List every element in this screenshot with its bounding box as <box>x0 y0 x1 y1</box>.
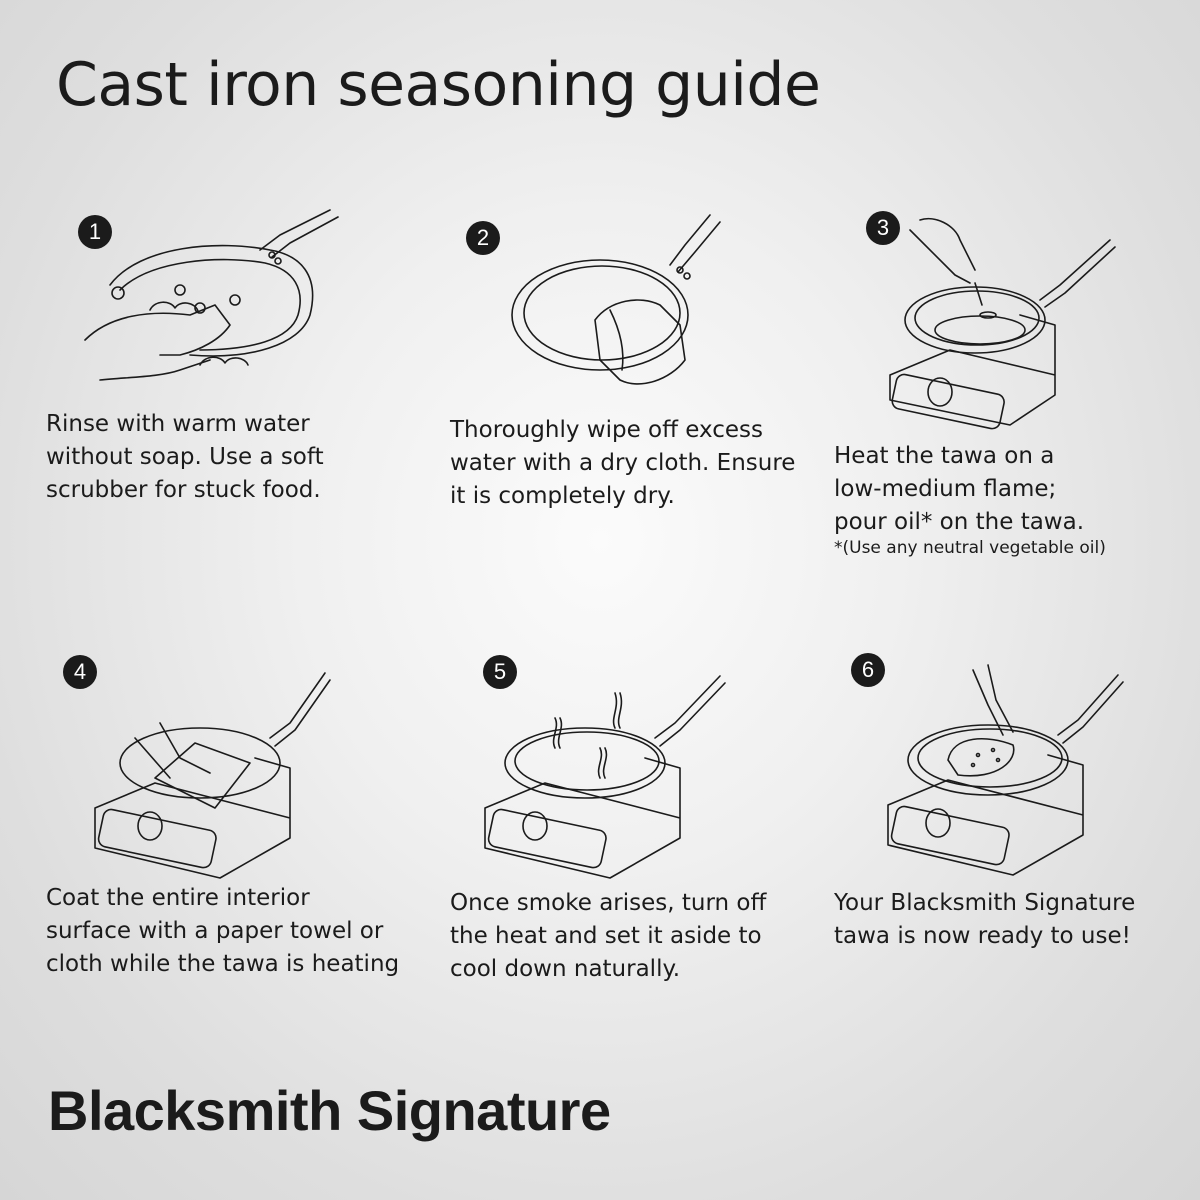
step-caption: Once smoke arises, turn off the heat and… <box>450 890 767 982</box>
cloth-wiping-pan-icon <box>511 214 721 385</box>
step-number-badge: 1 <box>78 215 112 249</box>
step-note: *(Use any neutral vegetable oil) <box>834 538 1106 558</box>
step-caption: Rinse with warm water without soap. Use … <box>46 411 324 503</box>
coating-pan-with-towel-icon <box>94 672 331 879</box>
smoking-pan-on-stove-icon <box>484 675 726 879</box>
pouring-oil-on-stove-icon <box>889 218 1116 430</box>
step-caption: Your Blacksmith Signature tawa is now re… <box>834 890 1136 949</box>
step-number-badge: 3 <box>866 211 900 245</box>
step-caption: Coat the entire interior surface with a … <box>46 885 400 977</box>
step-caption: Thoroughly wipe off excess water with a … <box>450 417 796 509</box>
step-number-badge: 2 <box>466 221 500 255</box>
step-caption: Heat the tawa on a low-medium flame; pou… <box>834 443 1085 535</box>
step-number-badge: 4 <box>63 655 97 689</box>
hand-scrubbing-pan-icon <box>84 209 339 381</box>
page-title: Cast iron seasoning guide <box>56 50 821 120</box>
brand-name: Blacksmith Signature <box>48 1079 611 1142</box>
step-number-badge: 5 <box>483 655 517 689</box>
step-number-badge: 6 <box>851 653 885 687</box>
cooking-on-pan-icon <box>887 664 1124 876</box>
